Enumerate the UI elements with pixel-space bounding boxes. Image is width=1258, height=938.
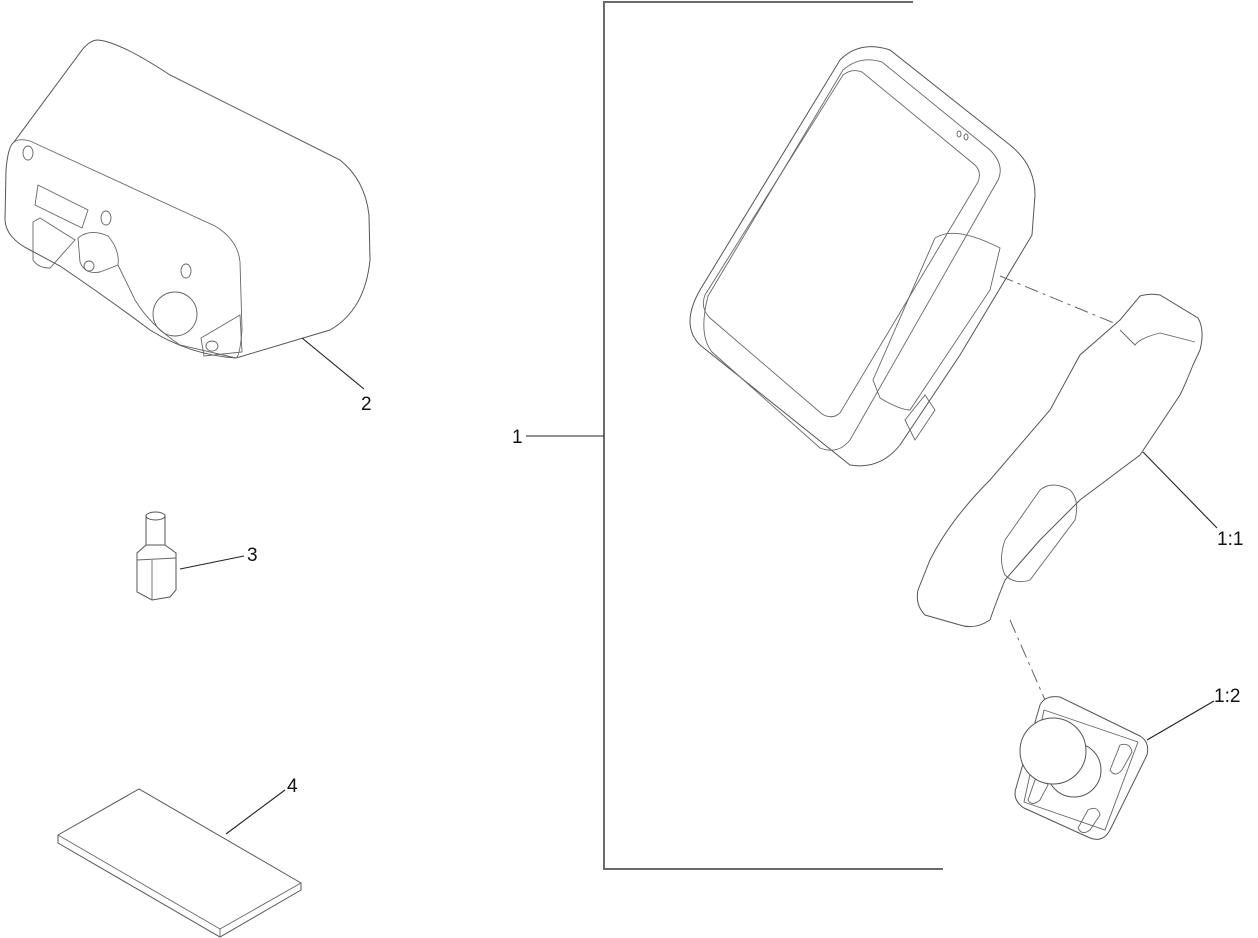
hex-standoff-part-3 xyxy=(136,511,245,601)
callout-1-1: 1:1 xyxy=(1217,529,1244,550)
housing-cover-part-2 xyxy=(4,39,371,390)
callout-3: 3 xyxy=(247,545,258,566)
display-unit xyxy=(689,46,1161,467)
mounting-arm-part-1-1 xyxy=(916,293,1218,701)
callout-4: 4 xyxy=(287,776,298,797)
pad-part-4 xyxy=(57,788,302,938)
callout-2: 2 xyxy=(361,394,372,415)
group-1-bracket xyxy=(526,1,943,870)
callout-1: 1 xyxy=(512,427,523,448)
ball-mount-part-1-2 xyxy=(1014,696,1215,840)
callout-1-2: 1:2 xyxy=(1214,686,1241,707)
